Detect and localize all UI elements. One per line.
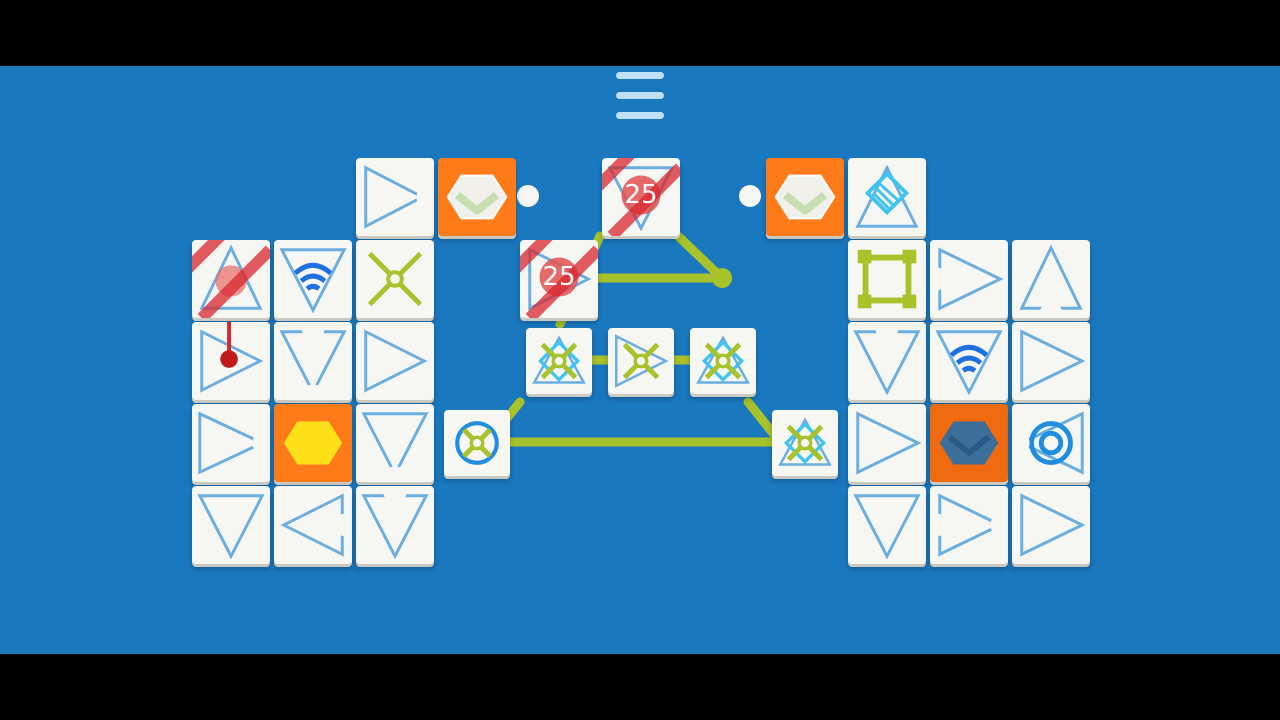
link-node — [739, 185, 761, 207]
game-board: 25 25 — [0, 66, 1280, 654]
blocked-tile[interactable] — [192, 240, 270, 318]
arrow-tile[interactable] — [356, 158, 434, 236]
link-node — [712, 268, 732, 288]
menu-bar — [616, 72, 664, 79]
cross-tile[interactable] — [356, 240, 434, 318]
arrow-tile[interactable] — [930, 486, 1008, 564]
arrow-tile[interactable] — [1012, 322, 1090, 400]
arrow-tile[interactable] — [848, 322, 926, 400]
locked-tile[interactable]: 25 — [602, 158, 680, 236]
square-tile[interactable] — [848, 240, 926, 318]
arrow-tile[interactable] — [848, 404, 926, 482]
arrow-tile[interactable] — [274, 322, 352, 400]
arrow-tile[interactable] — [1012, 486, 1090, 564]
arrow-tile[interactable] — [192, 322, 270, 400]
arrow-tile[interactable] — [192, 404, 270, 482]
locked-tile[interactable]: 25 — [520, 240, 598, 318]
gear-tile[interactable] — [690, 328, 756, 394]
target-tile[interactable] — [444, 410, 510, 476]
menu-button[interactable] — [616, 72, 664, 124]
hexagon-tile[interactable] — [274, 404, 352, 482]
target-tile[interactable] — [1012, 404, 1090, 482]
striped-diamond-tile[interactable] — [848, 158, 926, 236]
letterbox-top — [0, 0, 1280, 66]
letterbox-bottom — [0, 654, 1280, 720]
arrow-tile[interactable] — [930, 240, 1008, 318]
orange-tile[interactable] — [766, 158, 844, 236]
arrow-tile[interactable] — [848, 486, 926, 564]
hexagon-tile[interactable] — [930, 404, 1008, 482]
arrow-tile[interactable] — [1012, 240, 1090, 318]
gear-tile[interactable] — [526, 328, 592, 394]
wifi-tile[interactable] — [274, 240, 352, 318]
arrow-tile[interactable] — [356, 322, 434, 400]
arrow-tile[interactable] — [274, 486, 352, 564]
arrow-tile[interactable] — [356, 486, 434, 564]
gear-tile[interactable] — [608, 328, 674, 394]
arrow-tile[interactable] — [356, 404, 434, 482]
wifi-tile[interactable] — [930, 322, 1008, 400]
link-line — [673, 231, 727, 283]
link-node — [517, 185, 539, 207]
menu-bar — [616, 92, 664, 99]
arrow-tile[interactable] — [192, 486, 270, 564]
gear-tile[interactable] — [772, 410, 838, 476]
menu-bar — [616, 112, 664, 119]
orange-tile[interactable] — [438, 158, 516, 236]
